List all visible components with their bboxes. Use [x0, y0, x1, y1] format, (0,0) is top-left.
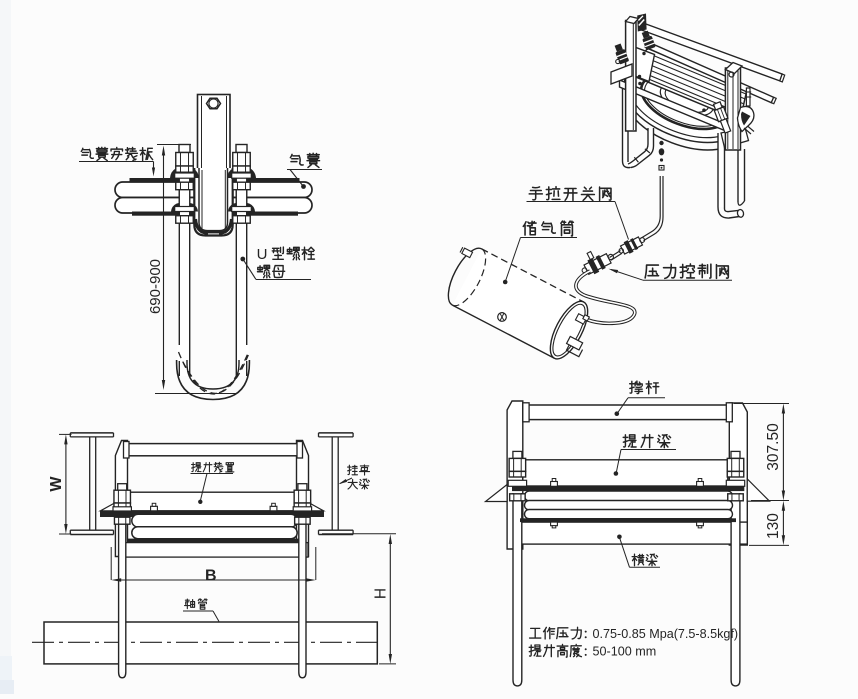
- svg-text:50-100 mm: 50-100 mm: [593, 645, 657, 659]
- svg-text:0.75-0.85 Mpa(7.5-8.5kgf): 0.75-0.85 Mpa(7.5-8.5kgf): [593, 627, 739, 641]
- svg-text:U: U: [257, 246, 268, 263]
- svg-text:W: W: [48, 476, 65, 492]
- svg-text:130: 130: [765, 513, 782, 539]
- svg-text:H: H: [373, 588, 390, 599]
- svg-text:B: B: [205, 568, 217, 585]
- svg-text:690-900: 690-900: [147, 259, 164, 314]
- svg-text:307.50: 307.50: [765, 423, 782, 471]
